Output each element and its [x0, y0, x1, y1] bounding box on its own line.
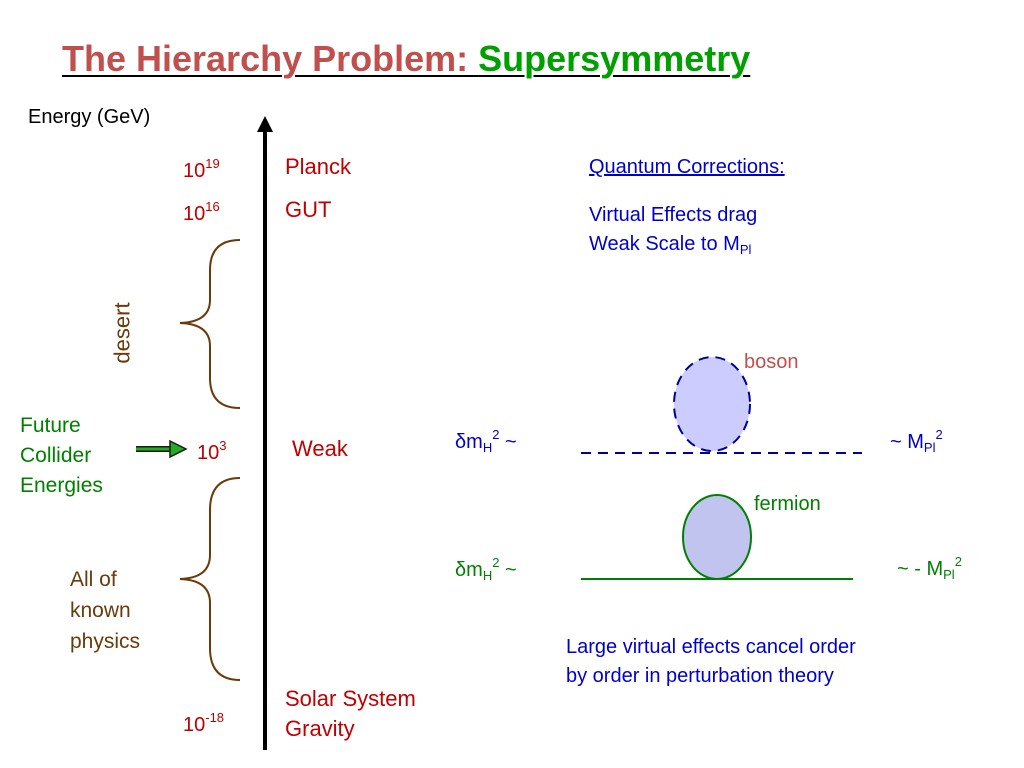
fermion-mass: m	[466, 559, 483, 581]
title-part-1: The Hierarchy Problem:	[62, 38, 479, 79]
boson-mass-sup: 2	[492, 427, 500, 442]
known-physics-label: All of known physics	[70, 564, 140, 657]
planck-label: Planck	[285, 154, 352, 179]
title-part-2: Supersymmetry	[478, 38, 751, 79]
desert-label: desert	[109, 302, 135, 364]
solar-line-2: Gravity	[285, 716, 355, 741]
boson-delta-mh: δmH2 ~	[455, 427, 517, 455]
gut-label: GUT	[285, 197, 332, 222]
quantum-body: Virtual Effects drag Weak Scale to MPl	[589, 201, 757, 264]
boson-mpl-sup: 2	[935, 427, 943, 442]
weak-energy: 103	[197, 438, 226, 465]
fermion-mpl: ~ - MPl2	[897, 554, 962, 582]
planck-energy: 1019	[183, 156, 220, 183]
boson-mpl: ~ MPl2	[890, 427, 943, 455]
desert-brace	[179, 239, 241, 409]
page-title: The Hierarchy Problem: Supersymmetry	[62, 38, 750, 80]
axis-label: Energy (GeV)	[28, 106, 151, 128]
known-physics-brace	[179, 477, 241, 681]
fermion-delta: δ	[455, 559, 467, 581]
boson-mpl-text: ~ M	[890, 431, 924, 453]
future-line-1: Future	[20, 414, 81, 437]
future-line-2: Collider	[20, 444, 92, 467]
future-collider-arrowhead	[169, 439, 188, 459]
fermion-mass-sub: H	[482, 568, 493, 583]
fermion-mpl-sub: Pl	[943, 567, 955, 582]
boson-mpl-sub: Pl	[923, 440, 936, 455]
solar-energy: 10-18	[183, 710, 224, 737]
fermion-mpl-sup: 2	[954, 554, 962, 569]
fermion-tilde: ~	[499, 559, 517, 581]
known-line-1: All of	[70, 568, 117, 591]
cancel-line-2: by order in perturbation theory	[566, 665, 834, 687]
weak-energy-base: 10	[197, 442, 220, 464]
solar-energy-exp: -18	[205, 710, 225, 725]
gut-energy-base: 10	[183, 203, 206, 225]
quantum-line-2: Weak Scale to MPl	[589, 230, 757, 264]
fermion-delta-mh: δmH2 ~	[455, 555, 517, 583]
quantum-line-2-sub: Pl	[739, 242, 752, 257]
fermion-mass-sup: 2	[492, 555, 500, 570]
weak-label: Weak	[292, 436, 348, 461]
boson-loop	[673, 356, 751, 452]
planck-energy-base: 10	[183, 160, 206, 182]
fermion-loop	[682, 494, 752, 580]
solar-line-1: Solar System	[285, 686, 416, 711]
solar-system-label: Solar System Gravity	[285, 684, 416, 744]
gut-energy-exp: 16	[205, 199, 220, 214]
boson-mass-sub: H	[482, 440, 493, 455]
fermion-label: fermion	[754, 493, 821, 515]
quantum-line-2-text: Weak Scale to M	[589, 233, 740, 255]
cancel-line-1: Large virtual effects cancel order	[566, 636, 856, 658]
future-collider-label: Future Collider Energies	[20, 411, 103, 501]
cancel-text: Large virtual effects cancel order by or…	[566, 633, 856, 691]
energy-axis-arrowhead	[257, 116, 273, 132]
quantum-heading: Quantum Corrections:	[589, 156, 785, 178]
boson-tilde: ~	[499, 431, 517, 453]
future-line-3: Energies	[20, 474, 103, 497]
quantum-line-1: Virtual Effects drag	[589, 204, 758, 226]
solar-energy-base: 10	[183, 714, 206, 736]
boson-label: boson	[744, 351, 799, 373]
planck-energy-exp: 19	[205, 156, 220, 171]
boson-mass: m	[466, 431, 483, 453]
boson-delta: δ	[455, 431, 467, 453]
known-line-3: physics	[70, 630, 141, 653]
gut-energy: 1016	[183, 199, 220, 226]
fermion-mpl-text: ~ - M	[897, 558, 944, 580]
weak-energy-exp: 3	[219, 438, 227, 453]
known-line-2: known	[70, 599, 131, 622]
